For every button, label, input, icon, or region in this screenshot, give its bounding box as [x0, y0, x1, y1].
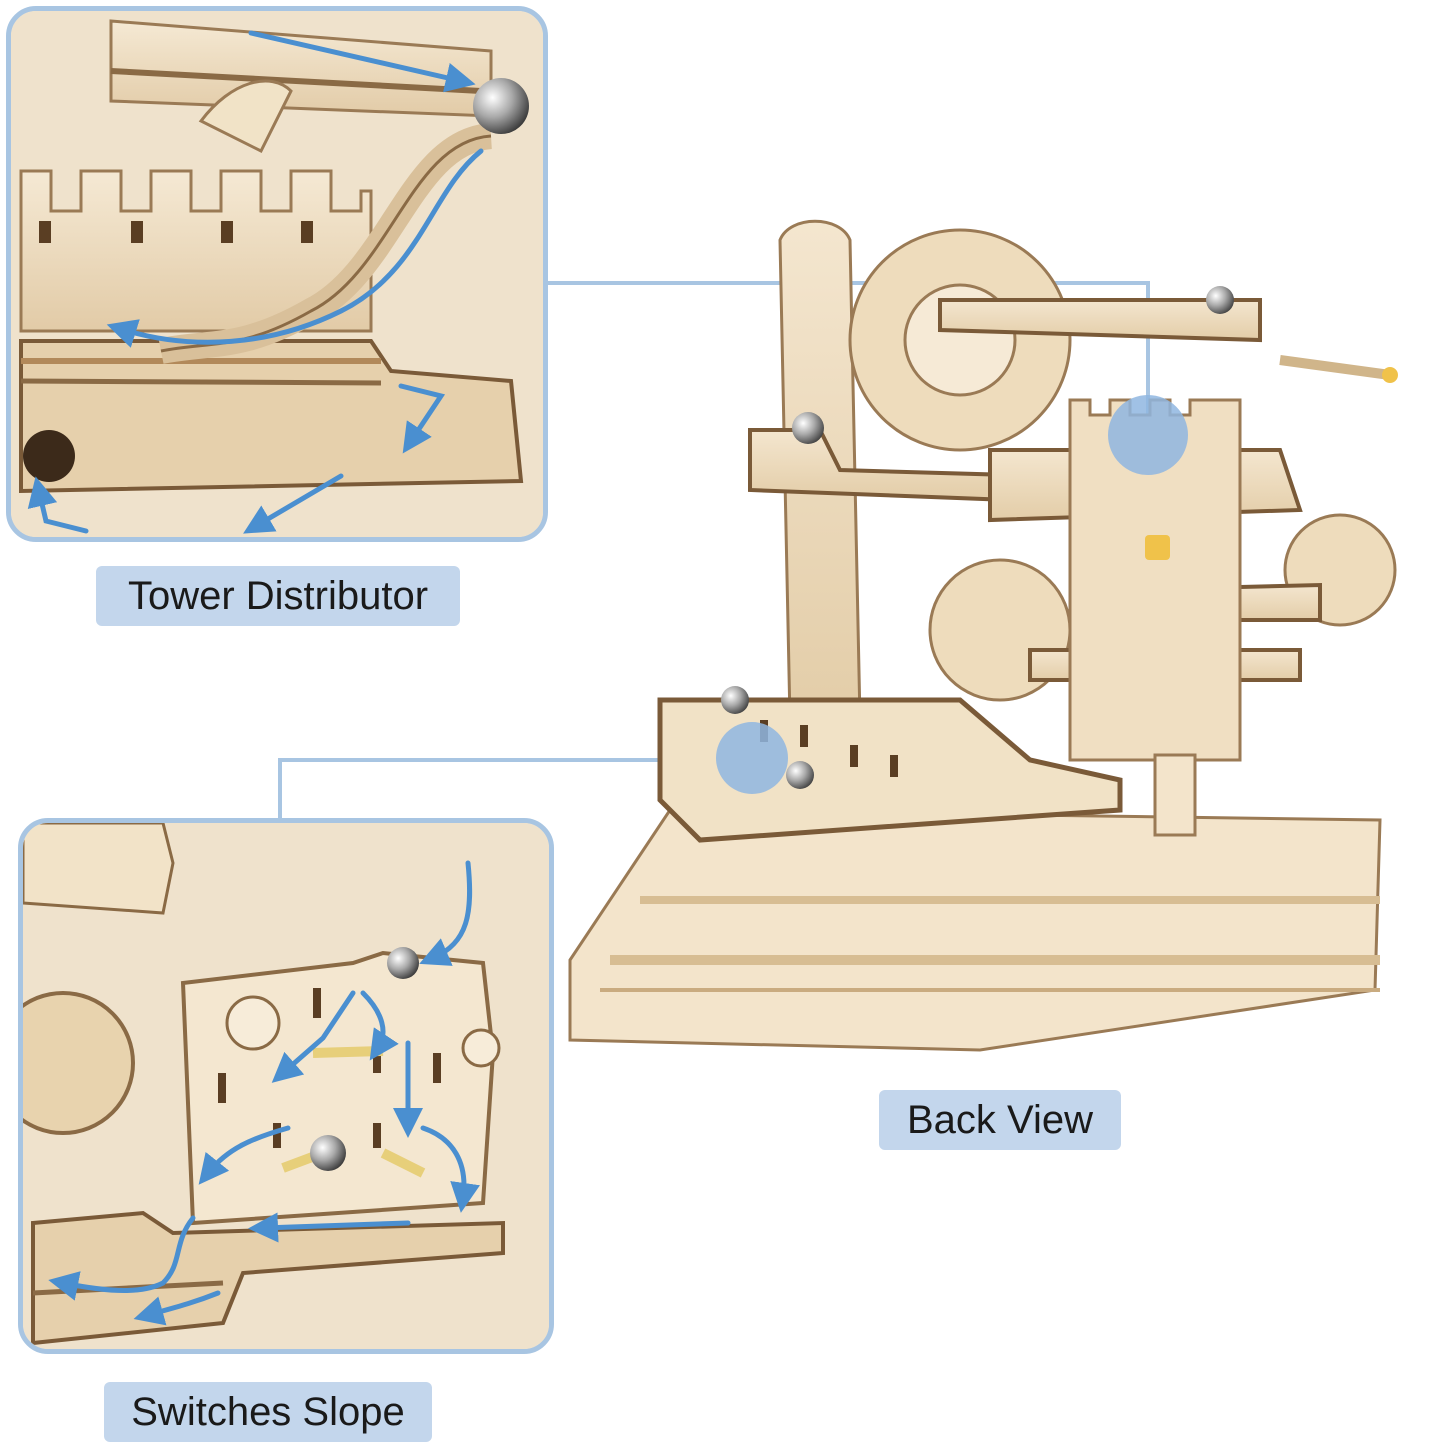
arrow-icon [48, 860, 480, 1326]
arrow-icon [27, 30, 484, 534]
tower-distributor-photo [11, 11, 543, 537]
switches-slope-photo [23, 823, 549, 1349]
back-view-label: Back View [879, 1090, 1121, 1150]
steel-ball-icon [473, 78, 529, 134]
gear-icon [23, 991, 135, 1135]
steel-ball-icon [721, 286, 1234, 789]
steel-ball-icon [310, 947, 419, 1171]
switches-slope-label: Switches Slope [104, 1382, 432, 1442]
back-view-photo [560, 200, 1400, 1060]
highlight-dot-icon [716, 722, 788, 794]
tower-distributor-label: Tower Distributor [96, 566, 460, 626]
tower-distributor-inset [6, 6, 548, 542]
switches-slope-inset [18, 818, 554, 1354]
highlight-dot-icon [1108, 395, 1188, 475]
